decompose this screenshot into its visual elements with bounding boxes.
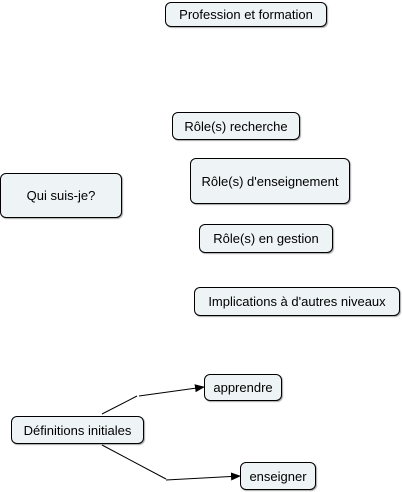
node-role-gestion[interactable]: Rôle(s) en gestion xyxy=(199,224,333,253)
node-label: Implications à d'autres niveaux xyxy=(208,294,386,309)
link-definitions-enseigner xyxy=(101,444,167,480)
node-label: Rôle(s) d'enseignement xyxy=(201,173,339,189)
node-label: Rôle(s) recherche xyxy=(184,118,288,134)
node-label: Rôle(s) en gestion xyxy=(213,231,319,246)
node-implications[interactable]: Implications à d'autres niveaux xyxy=(194,287,400,316)
node-label: apprendre xyxy=(213,380,273,395)
arrow-definitions-enseigner xyxy=(165,472,241,481)
node-qui-suis-je[interactable]: Qui suis-je? xyxy=(0,173,122,218)
node-profession-et-formation[interactable]: Profession et formation xyxy=(165,2,327,27)
node-enseigner[interactable]: enseigner xyxy=(240,462,316,490)
node-role-enseignement[interactable]: Rôle(s) d'enseignement xyxy=(190,158,350,204)
node-label: Définitions initiales xyxy=(23,422,132,438)
node-apprendre[interactable]: apprendre xyxy=(204,374,282,401)
node-label: enseigner xyxy=(249,468,307,484)
node-role-recherche[interactable]: Rôle(s) recherche xyxy=(172,112,300,140)
arrow-definitions-apprendre xyxy=(138,384,205,397)
node-label: Qui suis-je? xyxy=(26,188,96,203)
link-definitions-apprendre xyxy=(101,395,138,415)
node-definitions-initiales[interactable]: Définitions initiales xyxy=(11,416,144,444)
node-label: Profession et formation xyxy=(179,7,313,22)
